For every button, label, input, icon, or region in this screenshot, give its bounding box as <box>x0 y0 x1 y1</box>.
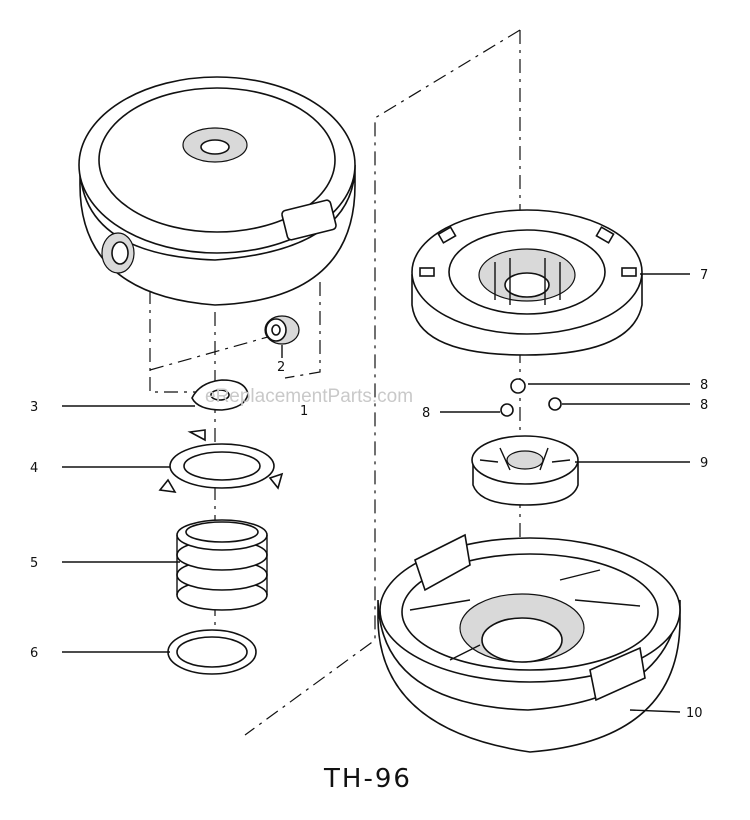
leader-lines <box>62 273 690 713</box>
ball-right <box>548 397 562 411</box>
cover-housing <box>78 76 356 306</box>
washer-part-3 <box>191 379 249 411</box>
label-part-10: 10 <box>686 706 703 721</box>
retainer-ring-part-4 <box>158 429 284 494</box>
model-caption: TH-96 <box>323 764 412 794</box>
balls-part-8 <box>500 378 562 417</box>
eyelet-part-2 <box>264 315 300 345</box>
label-part-8-upper: 8 <box>700 378 708 393</box>
label-part-1: 1 <box>300 404 308 419</box>
watermark-text: eReplacementParts.com <box>205 386 413 407</box>
label-part-3: 3 <box>30 400 38 415</box>
o-ring-part-6 <box>167 629 257 675</box>
ball-upper <box>510 378 526 394</box>
label-part-2: 2 <box>277 360 285 375</box>
ball-left <box>500 403 514 417</box>
label-part-8-right: 8 <box>700 398 708 413</box>
base-cup-part-10 <box>377 533 681 753</box>
label-part-8-left: 8 <box>422 406 430 421</box>
label-part-9: 9 <box>700 456 708 471</box>
label-part-4: 4 <box>30 461 38 476</box>
cam-part-9 <box>471 435 579 506</box>
label-part-6: 6 <box>30 646 38 661</box>
part-labels: 1 2 3 4 5 6 7 8 8 8 9 10 <box>30 268 708 721</box>
spring-part-5 <box>176 519 268 611</box>
label-part-7: 7 <box>700 268 708 283</box>
label-part-5: 5 <box>30 556 38 571</box>
spool-hub-part-7 <box>411 209 643 356</box>
